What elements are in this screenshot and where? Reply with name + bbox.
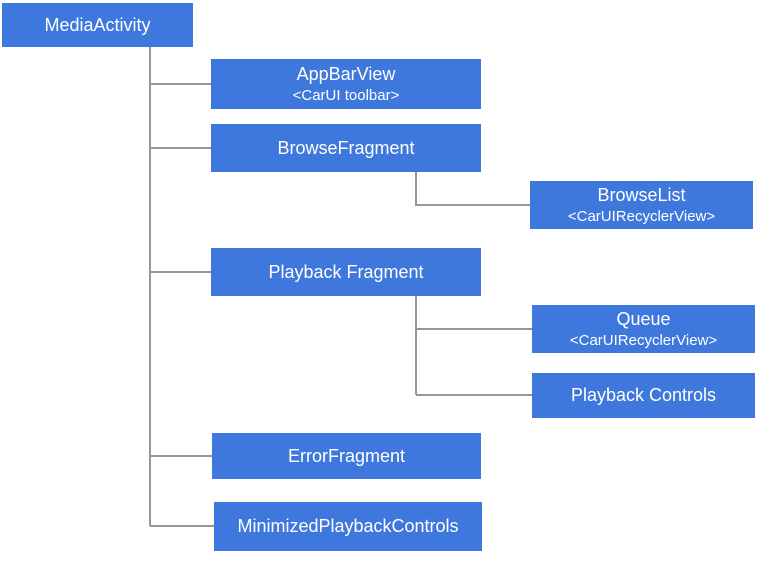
node-browse-fragment: BrowseFragment (211, 124, 481, 172)
node-browse-list: BrowseList <CarUIRecyclerView> (530, 181, 753, 229)
node-label: MinimizedPlaybackControls (237, 516, 459, 536)
node-sublabel: <CarUI toolbar> (292, 87, 400, 104)
node-sublabel: <CarUIRecyclerView> (569, 332, 718, 349)
node-label: BrowseFragment (277, 137, 415, 158)
node-app-bar-view: AppBarView <CarUI toolbar> (211, 59, 481, 109)
node-label: AppBarView (296, 64, 396, 84)
node-label: MediaActivity (44, 14, 151, 35)
node-label: BrowseList (597, 185, 686, 205)
node-playback-fragment: Playback Fragment (211, 248, 481, 296)
connector-browse-fragment-to-browse-list (415, 172, 530, 206)
node-playback-controls: Playback Controls (532, 373, 755, 418)
node-label: Queue (616, 309, 671, 329)
node-queue: Queue <CarUIRecyclerView> (532, 305, 755, 353)
node-sublabel: <CarUIRecyclerView> (567, 208, 716, 225)
node-label: ErrorFragment (287, 445, 406, 466)
node-minimized-playback-controls: MinimizedPlaybackControls (214, 502, 482, 551)
node-media-activity: MediaActivity (2, 3, 193, 47)
node-label: Playback Fragment (268, 261, 424, 282)
node-error-fragment: ErrorFragment (212, 433, 481, 479)
node-label: Playback Controls (570, 385, 717, 405)
